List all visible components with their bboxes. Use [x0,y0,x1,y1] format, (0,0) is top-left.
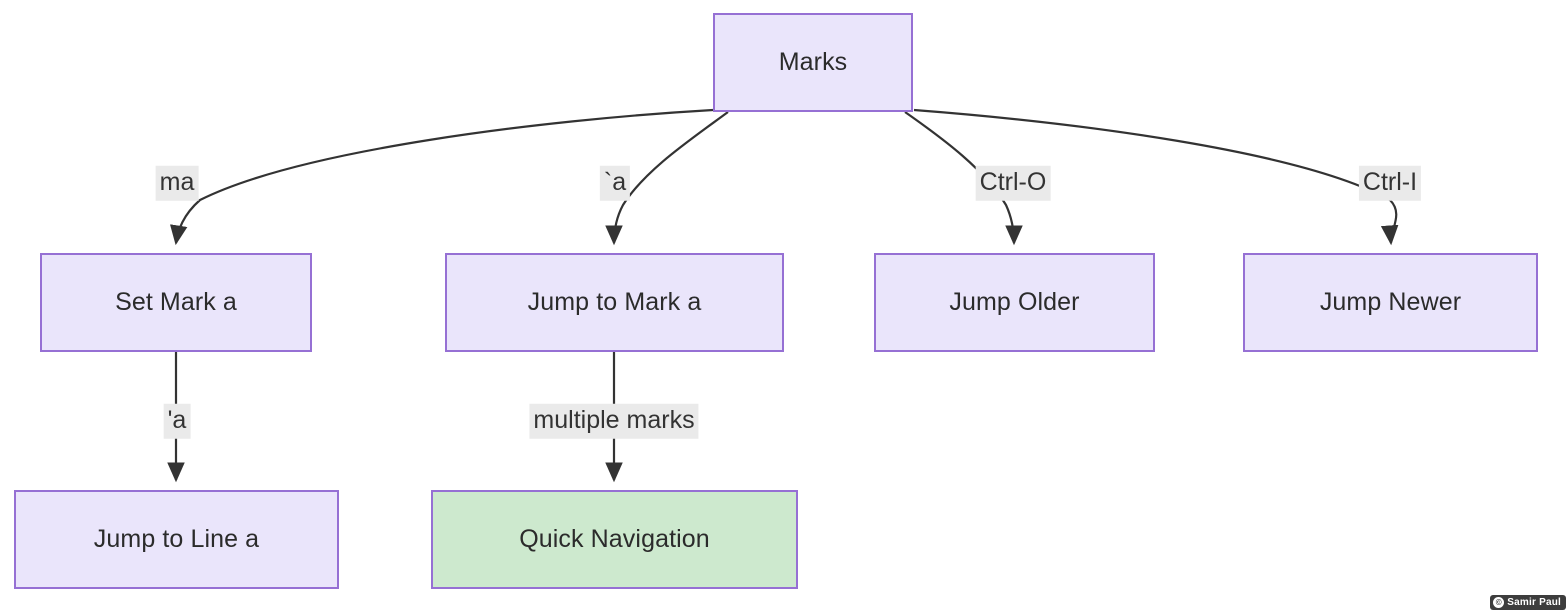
node-marks-label: Marks [778,47,848,76]
edge-marks-to-set-mark-a [169,108,714,246]
edge-marks-to-jump-to-mark-a [605,111,729,246]
edge-label-jump-to-mark-a: `a [599,165,631,201]
node-jump-newer-label: Jump Newer [1319,287,1462,316]
node-jump-to-line-a-label: Jump to Line a [93,524,260,553]
node-jump-to-line-a[interactable]: Jump to Line a [14,490,339,589]
edge-label-ma: ma [155,165,199,201]
node-set-mark-a-label: Set Mark a [115,287,237,316]
watermark-text: Samir Paul [1507,597,1561,608]
edge-marks-to-jump-newer [913,108,1399,246]
node-quick-navigation-label: Quick Navigation [519,524,710,553]
node-jump-older[interactable]: Jump Older [874,253,1155,352]
node-quick-navigation[interactable]: Quick Navigation [431,490,798,589]
node-set-mark-a[interactable]: Set Mark a [40,253,312,352]
copyright-icon: © [1493,597,1505,608]
edge-label-multiple-marks: multiple marks [529,403,699,439]
node-jump-newer[interactable]: Jump Newer [1243,253,1538,352]
edge-label-jump-to-line-a: 'a [163,403,191,439]
edge-label-ctrl-i: Ctrl-I [1358,165,1422,201]
node-jump-older-label: Jump Older [949,287,1080,316]
edge-label-ctrl-o: Ctrl-O [975,165,1051,201]
node-jump-to-mark-a[interactable]: Jump to Mark a [445,253,784,352]
node-jump-to-mark-a-label: Jump to Mark a [527,287,702,316]
watermark: © Samir Paul [1490,595,1566,610]
node-marks[interactable]: Marks [713,13,913,112]
